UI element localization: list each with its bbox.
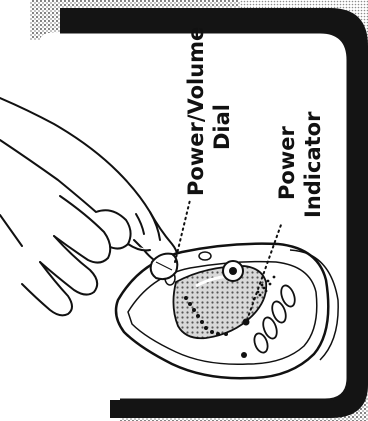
dial-label-line2: Dial xyxy=(210,104,234,150)
indicator-label-line1: Power xyxy=(275,126,299,200)
indicator-label-line2: Indicator xyxy=(301,111,325,218)
dial-label-line1: Power/Volume xyxy=(184,27,208,196)
power-indicator-light xyxy=(243,319,250,326)
